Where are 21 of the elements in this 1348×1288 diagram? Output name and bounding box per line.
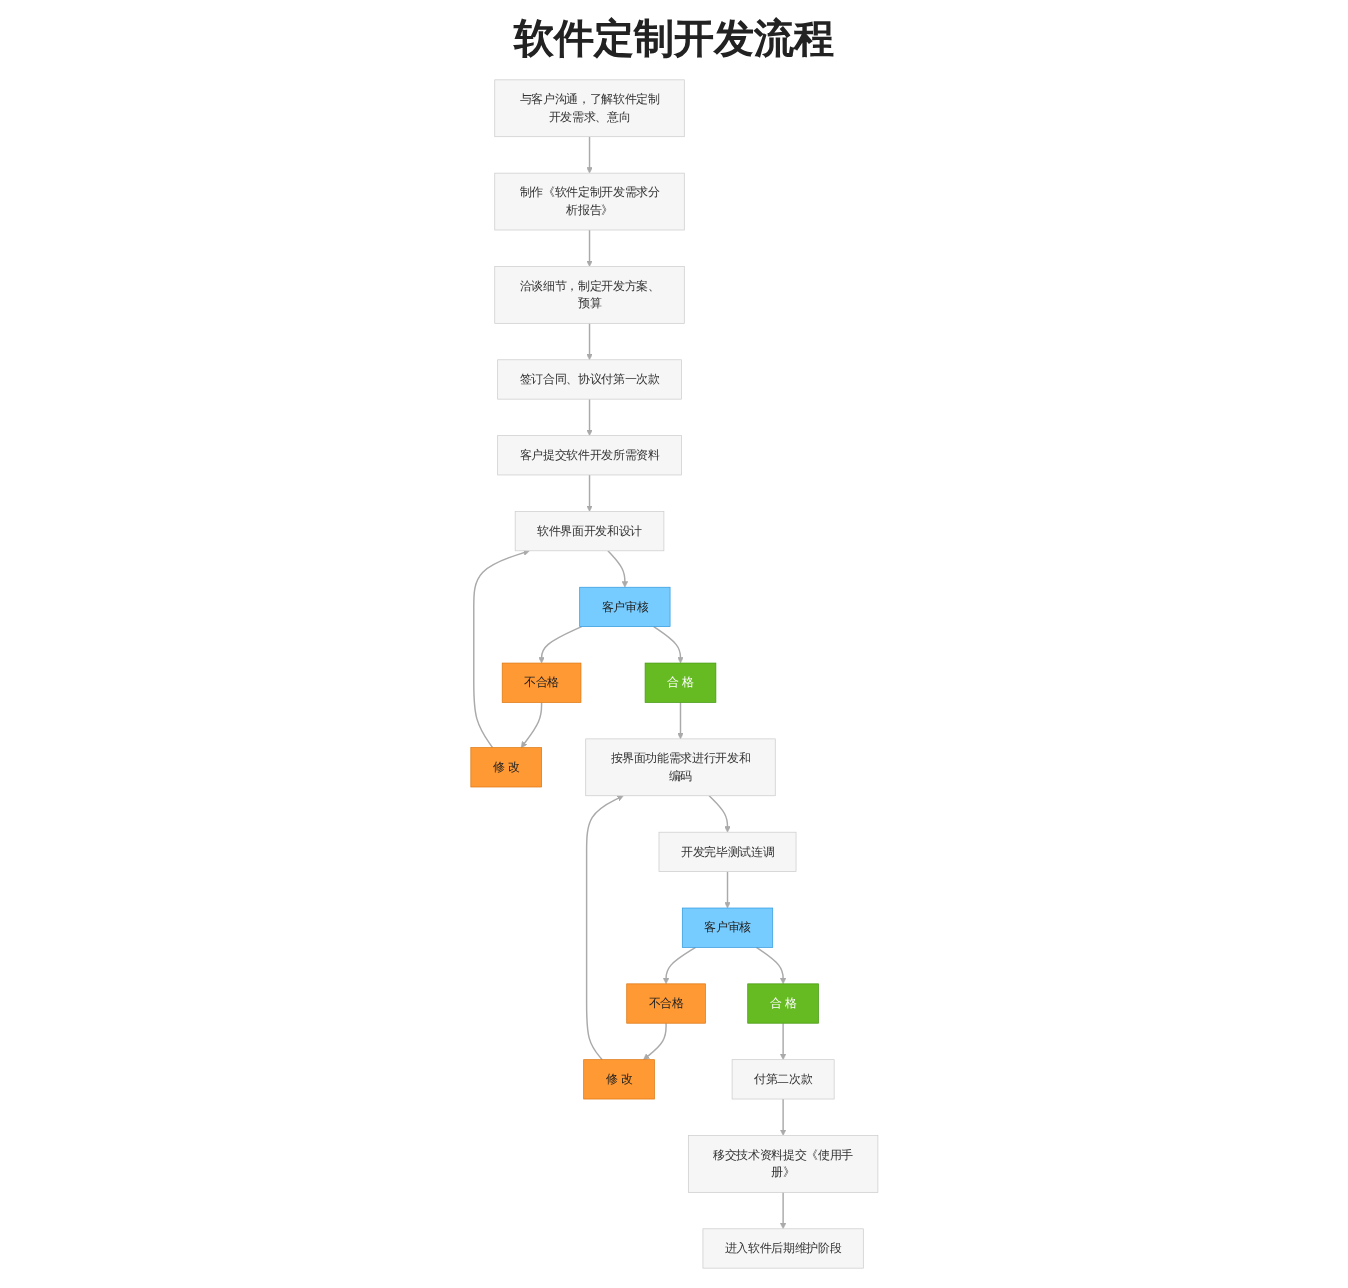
arrow bbox=[723, 870, 731, 909]
arrow bbox=[652, 625, 684, 664]
arrow bbox=[585, 795, 624, 1061]
arrow bbox=[538, 625, 582, 664]
arrow bbox=[585, 474, 593, 512]
arrow bbox=[779, 1098, 786, 1136]
arrow bbox=[585, 229, 593, 267]
arrow bbox=[472, 549, 530, 749]
arrow bbox=[662, 946, 696, 985]
arrow bbox=[520, 701, 542, 748]
arrow bbox=[606, 550, 628, 588]
arrow bbox=[779, 1191, 786, 1230]
diagram-title: 软件定制开发流程 bbox=[511, 12, 836, 66]
arrow bbox=[585, 135, 593, 174]
arrow bbox=[708, 795, 731, 833]
arrow bbox=[642, 1022, 667, 1060]
arrow bbox=[676, 701, 684, 740]
arrow bbox=[585, 322, 593, 361]
arrow bbox=[755, 946, 786, 985]
arrow bbox=[779, 1022, 786, 1060]
arrow bbox=[585, 398, 593, 436]
